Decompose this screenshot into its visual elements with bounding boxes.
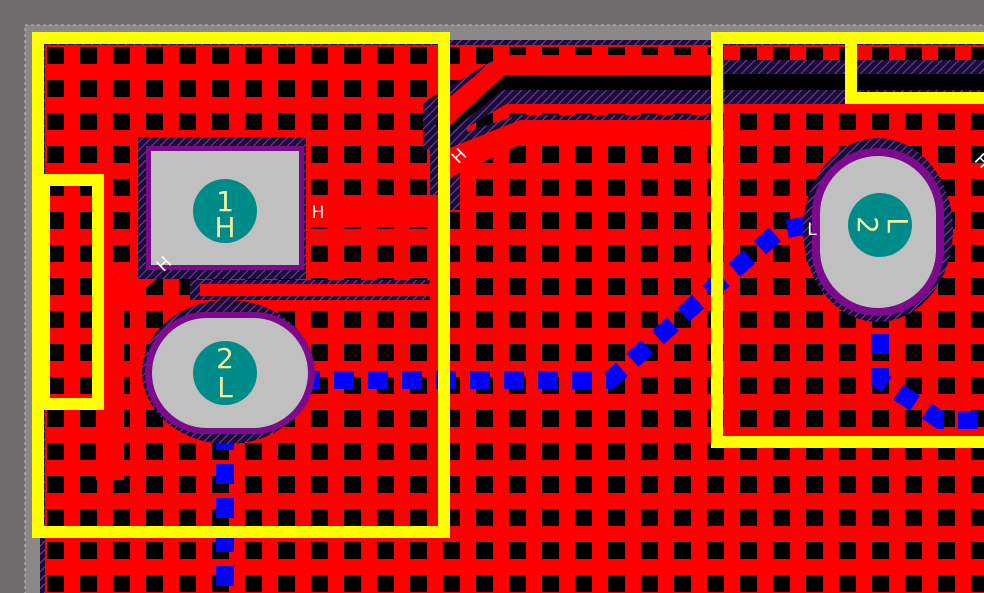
pad-net-label: L [881, 217, 914, 233]
pad-2-l[interactable]: 2 L [142, 300, 315, 444]
bottom-trace-right [871, 300, 984, 429]
pad-number: 2 [216, 342, 234, 375]
net-label-h: H [312, 203, 325, 223]
pad-number: 1 [216, 185, 234, 218]
trace-h-pad [300, 195, 440, 227]
pad-2-l-right[interactable]: 2 L [803, 138, 953, 322]
connector-outline [38, 174, 104, 410]
copper-fill-top [440, 55, 720, 130]
component-outline-right [711, 32, 984, 448]
pad-number: 2 [851, 216, 884, 234]
drill-hole-icon [193, 341, 257, 405]
silkscreen-layer [32, 32, 984, 538]
drill-hole-icon [848, 193, 912, 257]
pad-1-h[interactable]: 1 H [138, 137, 306, 279]
pad-net-label: L [217, 371, 233, 404]
net-label-l: L [807, 220, 817, 240]
pad-net-label: H [214, 211, 235, 244]
copper-fill-diagonal [445, 120, 720, 180]
drill-hole-icon [193, 179, 257, 243]
silk-notch [845, 40, 984, 104]
bottom-trace-main [300, 216, 812, 389]
